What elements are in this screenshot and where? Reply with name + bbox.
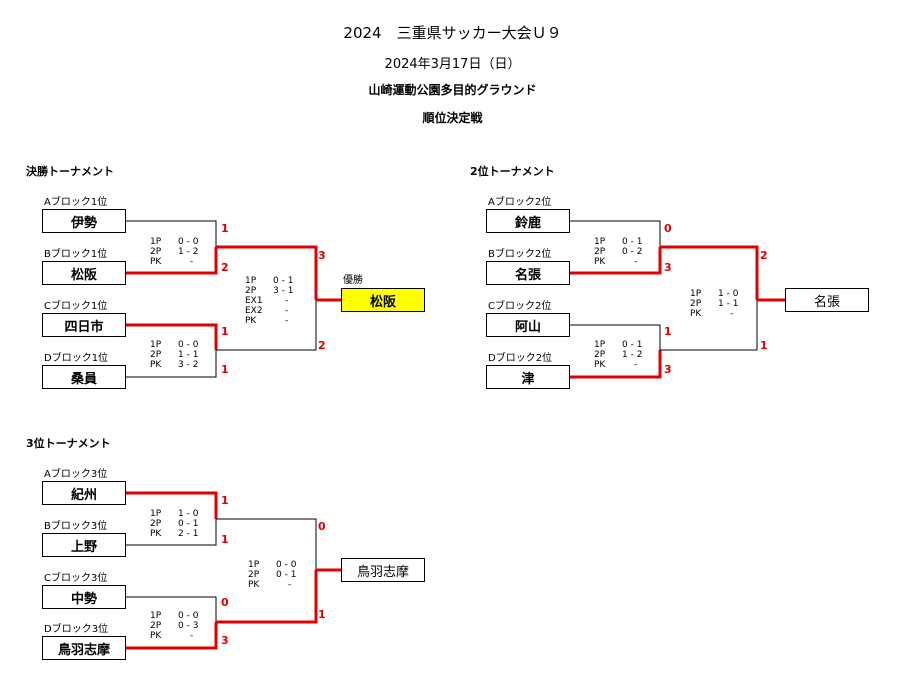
team-box-tobashima: 鳥羽志摩 <box>42 636 126 660</box>
team-box-chusei: 中勢 <box>42 585 126 609</box>
seed-label: Aブロック1位 <box>44 197 108 208</box>
team-box-ayama: 阿山 <box>486 313 570 337</box>
goal-count: 2 <box>318 339 326 352</box>
champion-box: 松阪 <box>341 288 425 312</box>
goal-count: 1 <box>221 363 229 376</box>
third-winner-box: 鳥羽志摩 <box>341 558 425 582</box>
seed-label: Dブロック1位 <box>44 353 109 364</box>
team-box-suzuka: 鈴鹿 <box>486 209 570 233</box>
goal-count: 0 <box>221 596 229 609</box>
seed-label: Dブロック2位 <box>488 353 553 364</box>
goal-count: 1 <box>760 339 768 352</box>
seed-label: Cブロック3位 <box>44 573 108 584</box>
second-winner-box: 名張 <box>785 288 869 312</box>
page-subtitle: 順位決定戦 <box>422 111 483 125</box>
third-section-title: 3位トーナメント <box>26 437 111 450</box>
goal-count: 2 <box>221 261 229 274</box>
second-section-title: 2位トーナメント <box>470 165 555 178</box>
seed-label: Bブロック3位 <box>44 521 108 532</box>
goal-count: 3 <box>221 634 229 647</box>
team-box-matsusaka: 松阪 <box>42 261 126 285</box>
seed-label: Bブロック2位 <box>488 249 552 260</box>
seed-label: Dブロック3位 <box>44 624 109 635</box>
team-box-ueno: 上野 <box>42 533 126 557</box>
team-box-tsu: 津 <box>486 365 570 389</box>
goal-count: 3 <box>664 261 672 274</box>
team-box-kuwain: 桑員 <box>42 365 126 389</box>
goal-count: 0 <box>664 222 672 235</box>
goal-count: 1 <box>664 325 672 338</box>
team-box-kishu: 紀州 <box>42 481 126 505</box>
goal-count: 3 <box>318 249 326 262</box>
team-box-nabari: 名張 <box>486 261 570 285</box>
final-section-title: 決勝トーナメント <box>26 165 114 178</box>
goal-count: 3 <box>664 363 672 376</box>
goal-count: 1 <box>221 533 229 546</box>
goal-count: 1 <box>221 325 229 338</box>
seed-label: Aブロック2位 <box>488 197 552 208</box>
seed-label: Cブロック1位 <box>44 301 108 312</box>
goal-count: 2 <box>760 249 768 262</box>
seed-label: Aブロック3位 <box>44 469 108 480</box>
champion-label: 優勝 <box>343 275 363 286</box>
goal-count: 1 <box>221 222 229 235</box>
venue: 山崎運動公園多目的グラウンド <box>368 83 537 97</box>
team-box-ise: 伊勢 <box>42 209 126 233</box>
goal-count: 1 <box>221 494 229 507</box>
event-date: 2024年3月17日（日） <box>384 57 521 72</box>
goal-count: 0 <box>318 520 326 533</box>
seed-label: Bブロック1位 <box>44 249 108 260</box>
team-box-yokkaichi: 四日市 <box>42 313 126 337</box>
goal-count: 1 <box>318 608 326 621</box>
page-title: 2024 三重県サッカー大会Ｕ９ <box>343 24 562 42</box>
seed-label: Cブロック2位 <box>488 301 552 312</box>
